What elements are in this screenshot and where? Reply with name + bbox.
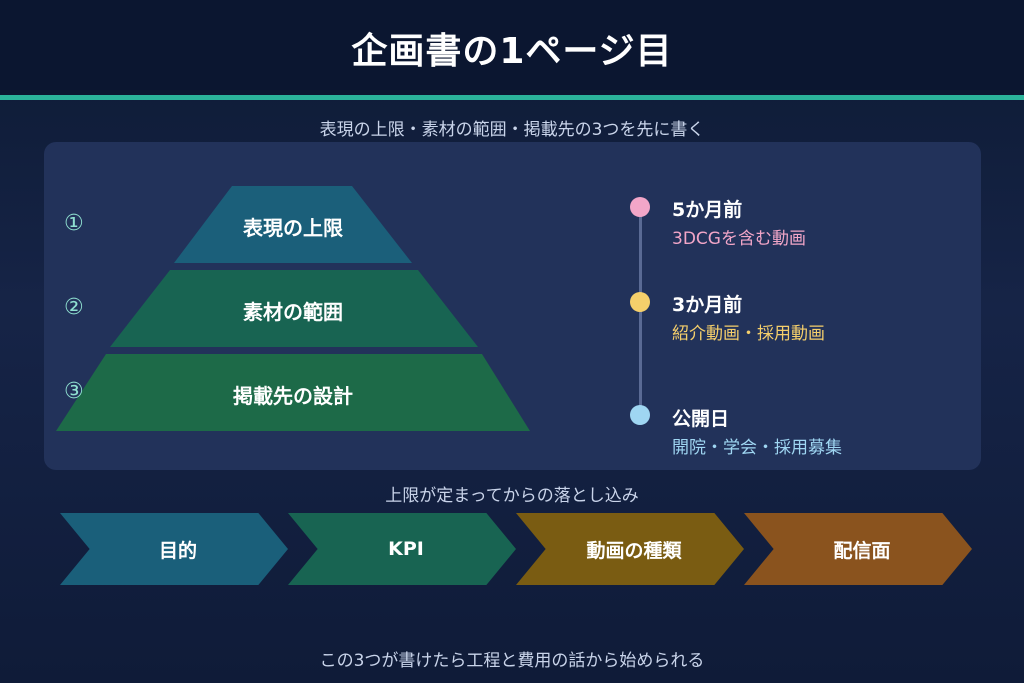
tier-label-2: 素材の範囲: [243, 300, 343, 324]
footer-note: この3つが書けたら工程と費用の話から始められる: [319, 651, 705, 671]
pyramid-tier-3-shape: [56, 354, 530, 431]
step-chevron-1: 目的: [60, 513, 288, 585]
tier-number-1: ①: [64, 211, 84, 236]
tier-label-3: 掲載先の設計: [233, 384, 353, 408]
milestone-dot-3: [630, 405, 650, 425]
step-chevron-3: 動画の種類: [516, 513, 744, 585]
pyramid-tier-2-shape: [110, 270, 478, 347]
tier-number-3: ③: [64, 379, 84, 404]
page-title: 企画書の1ページ目: [351, 31, 673, 72]
title-divider: [0, 95, 1024, 100]
milestone-title-1: 5か月前: [672, 199, 743, 221]
milestone-detail-2: 紹介動画・採用動画: [672, 324, 825, 344]
step-chevron-4: 配信面: [744, 513, 972, 585]
tier-number-2: ②: [64, 295, 84, 320]
tier-label-1: 表現の上限: [243, 216, 343, 240]
step-label-2: KPI: [388, 538, 424, 560]
milestone-title-2: 3か月前: [672, 294, 743, 316]
milestone-dot-1: [630, 197, 650, 217]
step-chevron-2: KPI: [288, 513, 516, 585]
milestone-title-3: 公開日: [672, 408, 730, 430]
step-label-1: 目的: [158, 539, 197, 562]
pyramid-tier-1-shape: [174, 186, 412, 263]
step-label-4: 配信面: [833, 539, 891, 562]
page-subtitle: 表現の上限・素材の範囲・掲載先の3つを先に書く: [319, 120, 705, 140]
milestone-dot-2: [630, 292, 650, 312]
flow-caption: 上限が定まってからの落とし込み: [385, 486, 639, 506]
milestone-detail-3: 開院・学会・採用募集: [672, 438, 842, 458]
step-label-3: 動画の種類: [586, 539, 682, 562]
title-bar: [0, 0, 1024, 95]
milestone-detail-1: 3DCGを含む動画: [672, 229, 806, 249]
